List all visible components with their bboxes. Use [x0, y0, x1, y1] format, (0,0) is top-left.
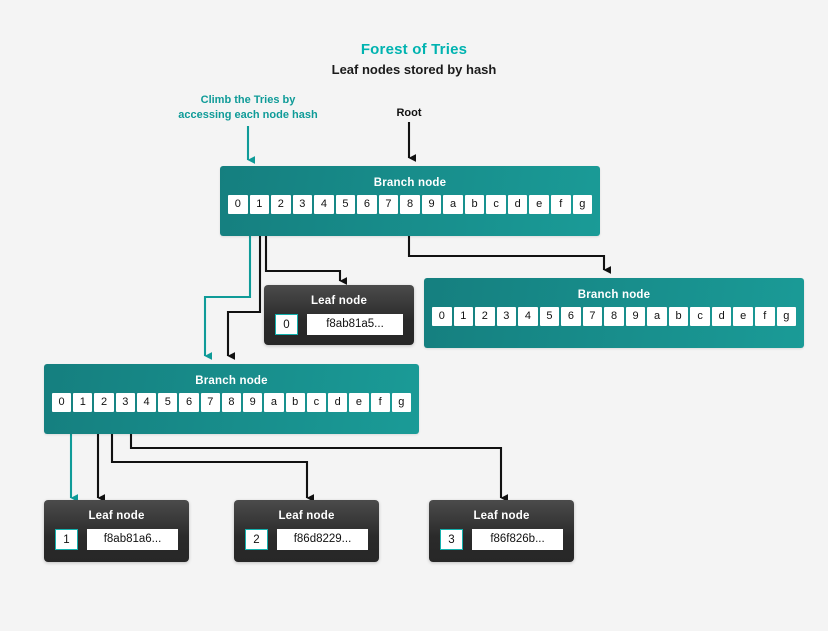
left-cell-a[interactable]: a [264, 393, 284, 412]
left-cell-7[interactable]: 7 [200, 393, 220, 412]
root-branch-node[interactable]: Branch node 0 1 2 3 4 5 6 7 8 9 a b c d … [220, 166, 600, 236]
right-cell-f[interactable]: f [754, 307, 775, 326]
root-cell-5[interactable]: 5 [335, 195, 356, 214]
annotation-climb-the-tries: Climb the Tries by accessing each node h… [158, 93, 338, 123]
leaf-node-2-hash[interactable]: f86d8229... [277, 529, 368, 550]
root-cell-0[interactable]: 0 [228, 195, 248, 214]
root-cell-2[interactable]: 2 [271, 195, 291, 214]
leaf-node-3-row: 3 f86f826b... [429, 522, 574, 550]
root-cell-e[interactable]: e [529, 195, 549, 214]
root-cell-9[interactable]: 9 [421, 195, 442, 214]
right-cell-3[interactable]: 3 [496, 307, 517, 326]
right-cell-4[interactable]: 4 [518, 307, 538, 326]
left-cell-c[interactable]: c [306, 393, 327, 412]
leaf-node-top-hash[interactable]: f8ab81a5... [307, 314, 403, 335]
root-cell-f[interactable]: f [550, 195, 571, 214]
leaf-node-3-index[interactable]: 3 [440, 529, 463, 550]
right-cell-2[interactable]: 2 [475, 307, 495, 326]
root-cell-a[interactable]: a [443, 195, 463, 214]
right-cell-a[interactable]: a [647, 307, 667, 326]
left-cell-6[interactable]: 6 [179, 393, 199, 412]
root-branch-cells: 0 1 2 3 4 5 6 7 8 9 a b c d e f g [220, 189, 600, 214]
left-cell-g[interactable]: g [391, 393, 411, 412]
annotation-climb-line-1: Climb the Tries by [200, 94, 296, 106]
page-title: Forest of Tries [360, 41, 468, 58]
leaf-node-3[interactable]: Leaf node 3 f86f826b... [429, 500, 574, 562]
leaf-node-2-title: Leaf node [278, 510, 335, 522]
right-cell-c[interactable]: c [690, 307, 710, 326]
wire-left-cell2-to-leaf2 [110, 427, 314, 502]
right-branch-node-title: Branch node [577, 289, 651, 301]
annotation-root: Root [396, 107, 422, 119]
left-cell-9[interactable]: 9 [243, 393, 263, 412]
left-branch-node-title: Branch node [195, 375, 268, 387]
root-branch-node-title: Branch node [373, 177, 447, 189]
left-cell-1[interactable]: 1 [73, 393, 93, 412]
left-cell-f[interactable]: f [370, 393, 390, 412]
root-cell-6[interactable]: 6 [357, 195, 377, 214]
leaf-node-3-hash[interactable]: f86f826b... [472, 529, 563, 550]
left-branch-cells: 0 1 2 3 4 5 6 7 8 9 a b c d e f g [44, 387, 419, 412]
right-branch-node[interactable]: Branch node 0 1 2 3 4 5 6 7 8 9 a b c d … [424, 278, 804, 348]
leaf-node-2[interactable]: Leaf node 2 f86d8229... [234, 500, 379, 562]
right-cell-8[interactable]: 8 [604, 307, 624, 326]
right-cell-5[interactable]: 5 [539, 307, 560, 326]
right-cell-1[interactable]: 1 [453, 307, 474, 326]
root-cell-7[interactable]: 7 [378, 195, 399, 214]
leaf-node-2-index[interactable]: 2 [245, 529, 268, 550]
leaf-node-2-row: 2 f86d8229... [234, 522, 379, 550]
leaf-node-top-index[interactable]: 0 [275, 314, 298, 335]
wire-root-cell1-to-left-branch [226, 228, 262, 360]
right-cell-6[interactable]: 6 [561, 307, 581, 326]
leaf-node-top[interactable]: Leaf node 0 f8ab81a5... [264, 285, 414, 345]
root-cell-8[interactable]: 8 [400, 195, 420, 214]
right-cell-9[interactable]: 9 [625, 307, 646, 326]
leaf-node-1-row: 1 f8ab81a6... [44, 522, 189, 550]
wire-left-cell3-to-leaf3 [129, 427, 508, 502]
left-cell-3[interactable]: 3 [115, 393, 135, 412]
wire-root-cell0-to-left-branch [203, 228, 252, 360]
left-cell-2[interactable]: 2 [94, 393, 114, 412]
right-cell-0[interactable]: 0 [432, 307, 452, 326]
left-cell-d[interactable]: d [328, 393, 348, 412]
root-cell-d[interactable]: d [507, 195, 528, 214]
right-cell-g[interactable]: g [776, 307, 797, 326]
right-cell-e[interactable]: e [733, 307, 753, 326]
leaf-node-top-title: Leaf node [310, 295, 368, 307]
leaf-node-1[interactable]: Leaf node 1 f8ab81a6... [44, 500, 189, 562]
left-cell-e[interactable]: e [349, 393, 369, 412]
left-cell-4[interactable]: 4 [136, 393, 157, 412]
root-cell-3[interactable]: 3 [292, 195, 313, 214]
right-cell-7[interactable]: 7 [582, 307, 603, 326]
leaf-node-top-row: 0 f8ab81a5... [264, 307, 414, 335]
left-cell-0[interactable]: 0 [52, 393, 72, 412]
leaf-node-1-title: Leaf node [88, 510, 145, 522]
root-cell-g[interactable]: g [572, 195, 593, 214]
right-branch-cells: 0 1 2 3 4 5 6 7 8 9 a b c d e f g [424, 301, 804, 326]
left-cell-5[interactable]: 5 [158, 393, 178, 412]
root-cell-4[interactable]: 4 [314, 195, 334, 214]
root-cell-b[interactable]: b [464, 195, 485, 214]
leaf-node-3-title: Leaf node [473, 510, 530, 522]
annotation-climb-line-2: accessing each node hash [178, 109, 318, 121]
left-branch-node[interactable]: Branch node 0 1 2 3 4 5 6 7 8 9 a b c d … [44, 364, 419, 434]
left-cell-8[interactable]: 8 [221, 393, 242, 412]
root-cell-1[interactable]: 1 [249, 195, 270, 214]
left-cell-b[interactable]: b [285, 393, 305, 412]
page-subtitle: Leaf nodes stored by hash [331, 62, 497, 77]
leaf-node-1-index[interactable]: 1 [55, 529, 78, 550]
right-cell-d[interactable]: d [711, 307, 732, 326]
right-cell-b[interactable]: b [668, 307, 689, 326]
leaf-node-1-hash[interactable]: f8ab81a6... [87, 529, 178, 550]
root-cell-c[interactable]: c [486, 195, 506, 214]
